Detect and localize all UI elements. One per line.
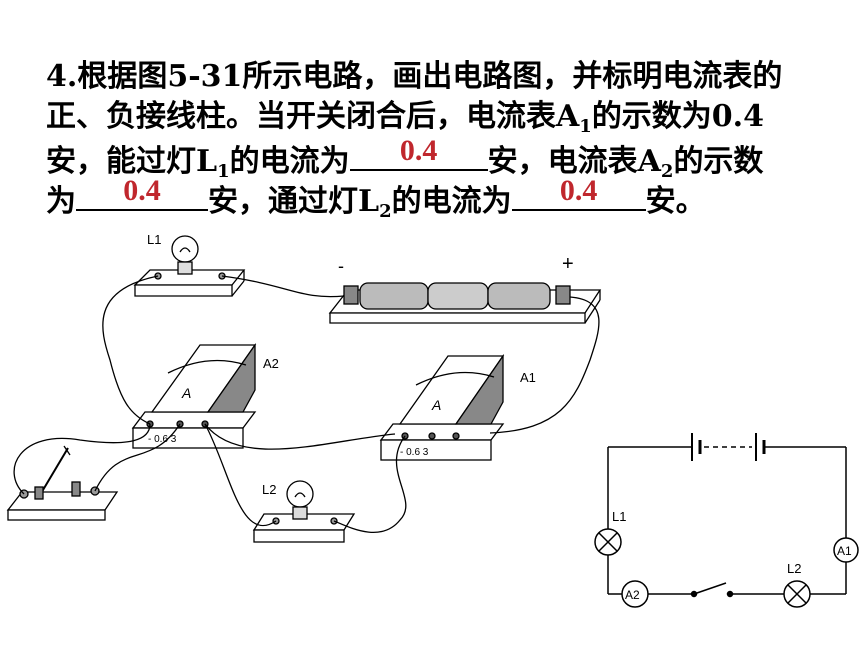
lamp-l1-label: L1 bbox=[147, 232, 161, 247]
answer-1: 0.4 bbox=[399, 134, 438, 167]
minus-label: - bbox=[338, 256, 344, 276]
meter-a1-terminals: - 0.6 3 bbox=[400, 447, 429, 458]
ammeter-a1: A A1 - 0.6 3 bbox=[379, 353, 536, 461]
question-text-4d: 安。 bbox=[645, 184, 706, 219]
lamp-l1: L1 bbox=[133, 232, 246, 297]
question-text-3c: 安，电流表A bbox=[487, 144, 661, 179]
switch bbox=[6, 445, 119, 521]
question-text-4a: 为 bbox=[46, 184, 76, 219]
question-text-3b: 的电流为 bbox=[229, 144, 350, 179]
meter-a2-terminals: - 0.6 3 bbox=[148, 434, 177, 445]
question-text-4c: 的电流为 bbox=[391, 184, 512, 219]
plus-label: + bbox=[562, 253, 574, 275]
question-line-3: 安，能过灯L1的电流为 0.4 安，电流表A2的示数 bbox=[46, 134, 764, 182]
subscript: 1 bbox=[579, 116, 592, 137]
answer-2: 0.4 bbox=[123, 174, 161, 207]
question-text-2-tail: 的示数为0.4 bbox=[591, 99, 765, 134]
question-text-3d: 的示数 bbox=[673, 144, 764, 179]
meter-a1-face: A bbox=[431, 397, 441, 413]
subscript: 2 bbox=[379, 201, 392, 222]
meter-a1-label: A1 bbox=[520, 370, 536, 385]
question-line-4: 为 0.4 安，通过灯L2的电流为 0.4 安。 bbox=[46, 174, 706, 222]
answer-blank-1[interactable]: 0.4 bbox=[349, 134, 488, 171]
meter-a2-label: A2 bbox=[263, 356, 279, 371]
subscript: 1 bbox=[217, 161, 230, 182]
answer-blank-2[interactable]: 0.4 bbox=[76, 174, 208, 211]
answer-3: 0.4 bbox=[559, 174, 598, 207]
meter-a2-face: A bbox=[181, 385, 191, 401]
question-line-1: 4.根据图5-31所示电路，画出电路图，并标明电流表的 bbox=[46, 57, 782, 97]
question-text-2: 正、负接线柱。当开关闭合后，电流表A bbox=[46, 99, 580, 134]
question-text-1: 4.根据图5-31所示电路，画出电路图，并标明电流表的 bbox=[46, 59, 783, 94]
question-line-2: 正、负接线柱。当开关闭合后，电流表A1的示数为0.4 bbox=[46, 97, 764, 137]
lamp-l2-label: L2 bbox=[262, 482, 276, 497]
battery-holder: - + bbox=[328, 253, 602, 324]
lamp-l2: L2 bbox=[252, 480, 356, 543]
subscript: 2 bbox=[660, 161, 674, 182]
question-text-4b: 安，通过灯L bbox=[208, 184, 380, 219]
answer-blank-3[interactable]: 0.4 bbox=[511, 174, 646, 211]
question-text-3a: 安，能过灯L bbox=[46, 144, 218, 179]
ammeter-a2: A A2 - 0.6 3 bbox=[131, 342, 279, 449]
wires bbox=[13, 275, 600, 533]
